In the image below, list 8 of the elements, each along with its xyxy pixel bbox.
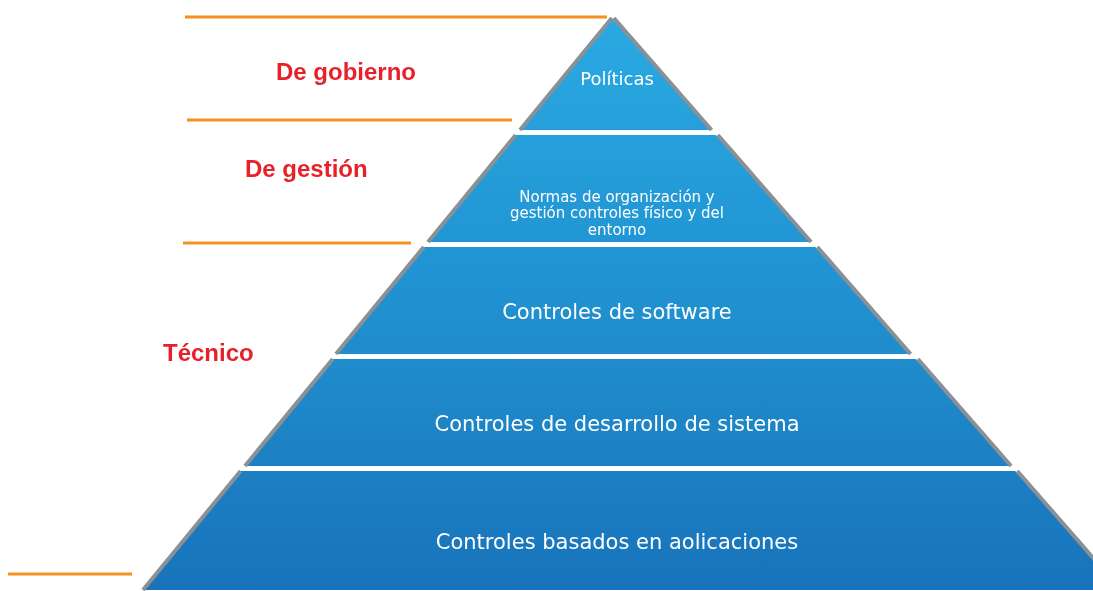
level-heading: Técnico (163, 339, 254, 367)
tier-label: Políticas (579, 69, 655, 90)
tier-label: Normas de organización y gestión controles físico y del entorno (509, 188, 725, 239)
tier-label: Controles basados en aolicaciones (434, 530, 800, 554)
level-heading: De gobierno (276, 58, 416, 86)
tier-label: Controles de software (501, 300, 733, 324)
level-heading: De gestión (245, 155, 368, 183)
tier-label: Controles de desarrollo de sistema (433, 412, 801, 436)
